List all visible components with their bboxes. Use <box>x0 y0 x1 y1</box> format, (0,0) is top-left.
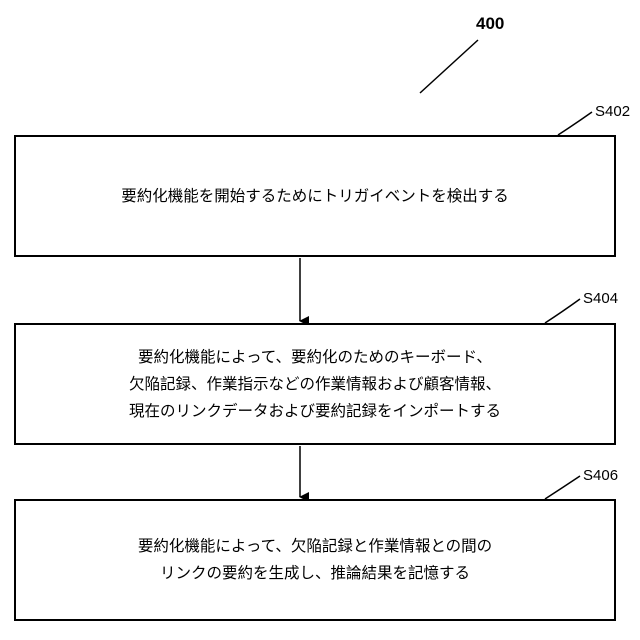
step-text-line: 要約化機能によって、要約化のためのキーボード、 <box>129 344 501 371</box>
step-text-line: 欠陥記録、作業指示などの作業情報および顧客情報、 <box>129 371 501 398</box>
step-text-s402: 要約化機能を開始するためにトリガイベントを検出する <box>121 183 509 210</box>
step-label-s402: S402 <box>595 103 630 120</box>
s406-leader-line <box>545 476 580 499</box>
step-text-line: リンクの要約を生成し、推論結果を記憶する <box>138 560 492 587</box>
step-label-s404: S404 <box>583 290 618 307</box>
figure-number: 400 <box>476 14 504 34</box>
figure-leader-line <box>420 40 478 93</box>
step-label-s406: S406 <box>583 467 618 484</box>
step-text-line: 現在のリンクデータおよび要約記録をインポートする <box>129 398 501 425</box>
step-box-s402: 要約化機能を開始するためにトリガイベントを検出する <box>14 135 616 257</box>
step-text-s404: 要約化機能によって、要約化のためのキーボード、 欠陥記録、作業指示などの作業情報… <box>129 344 501 425</box>
step-text-line: 要約化機能を開始するためにトリガイベントを検出する <box>121 183 509 210</box>
step-text-line: 要約化機能によって、欠陥記録と作業情報との間の <box>138 533 492 560</box>
step-box-s404: 要約化機能によって、要約化のためのキーボード、 欠陥記録、作業指示などの作業情報… <box>14 323 616 445</box>
step-text-s406: 要約化機能によって、欠陥記録と作業情報との間の リンクの要約を生成し、推論結果を… <box>138 533 492 587</box>
step-box-s406: 要約化機能によって、欠陥記録と作業情報との間の リンクの要約を生成し、推論結果を… <box>14 499 616 621</box>
s404-leader-line <box>545 299 580 323</box>
s402-leader-line <box>558 112 592 135</box>
